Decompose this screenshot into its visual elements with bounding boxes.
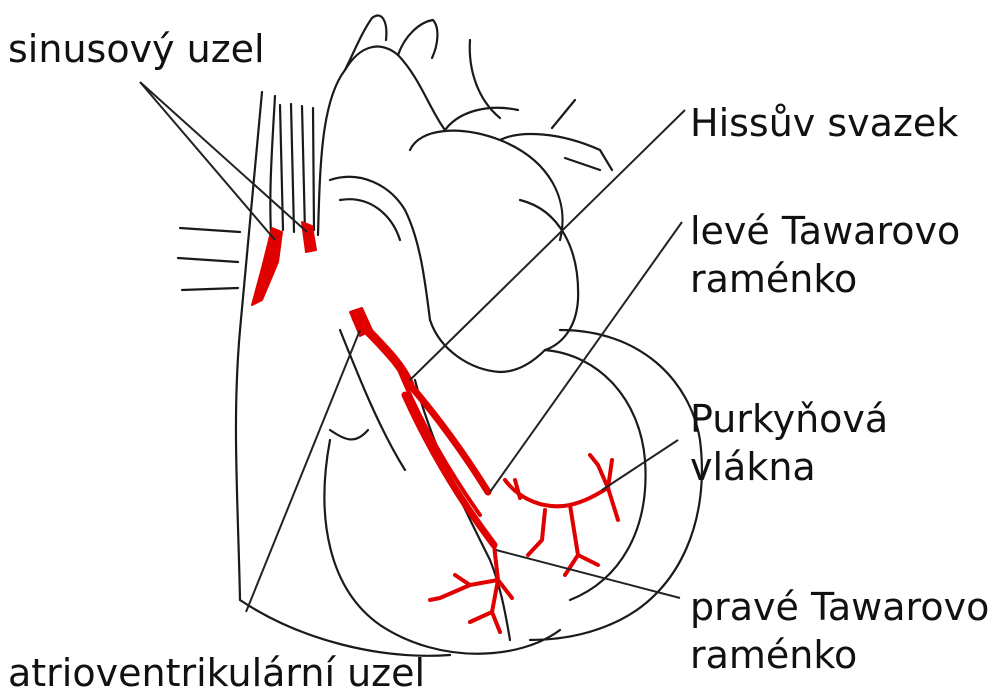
interventricular-septum-right [340,330,405,470]
bundle-fiber-3 [400,372,480,515]
pulmonary-branch [552,100,600,170]
conduction-system [252,222,618,632]
label-left-bundle-line1: levé Tawarovo [690,208,960,254]
right-atrium-inner-wall [270,96,275,250]
leader-av-node [246,330,360,612]
right-ventricle-wall [240,600,450,656]
label-purkinje-line2: vlákna [690,444,816,490]
septum-inner [340,199,400,240]
left-ventricle-outer [530,330,702,640]
leader-left-bundle [490,222,682,492]
aortic-arch [318,47,445,235]
valve-region [430,320,545,372]
pulmonary-trunk [410,131,563,240]
label-av-node: atrioventrikulární uzel [8,650,425,696]
heart-outline [178,15,702,655]
leader-his-bundle [410,110,685,380]
aorta-right [470,40,500,118]
leader-purkinje [602,440,678,490]
pulmonary-veins-left [178,228,240,290]
pulmonary-right [500,134,612,170]
label-his-bundle: Hissův svazek [690,100,958,146]
label-sinus-node: sinusový uzel [8,26,265,72]
aortic-branch-2 [398,20,437,58]
right-atrium-outer-wall [236,92,262,600]
label-right-bundle-line2: raménko [690,632,857,678]
label-purkinje-line1: Purkyňová [690,396,888,442]
label-left-bundle-line2: raménko [690,256,857,302]
sinus-node-mark-left [252,228,282,305]
label-right-bundle-line1: pravé Tawarovo [690,584,989,630]
leader-lines [140,82,685,612]
aortic-branch-3 [445,108,518,130]
tricuspid-leaflet [330,430,368,439]
